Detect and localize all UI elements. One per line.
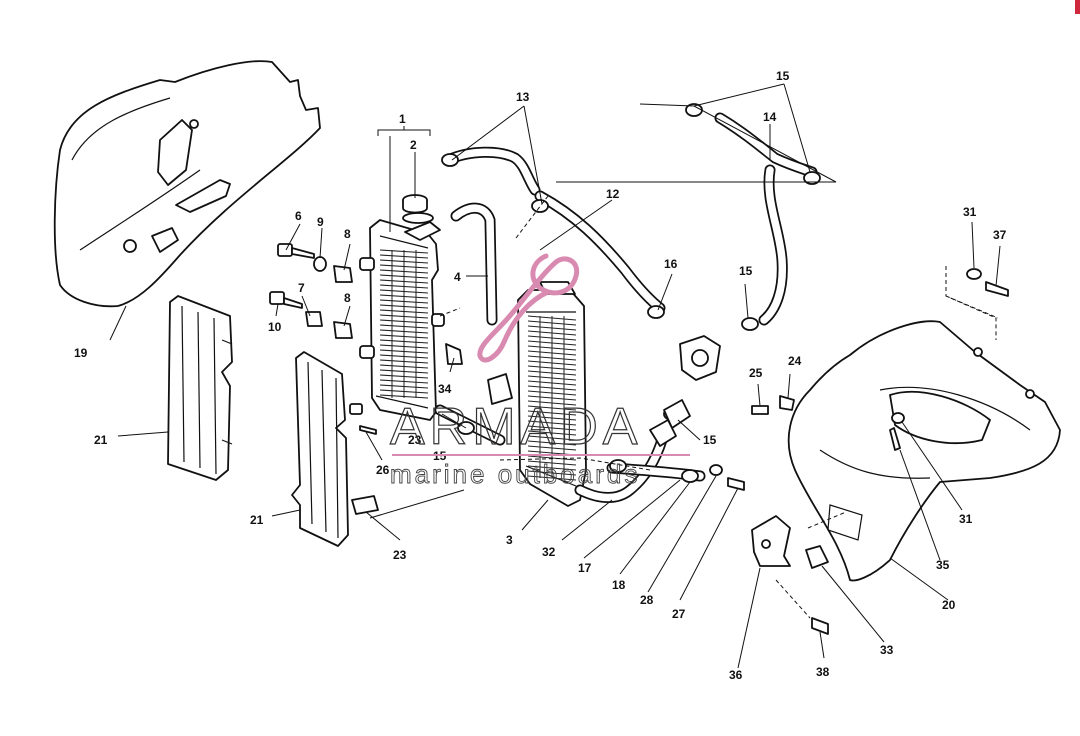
label-2: 2: [410, 138, 417, 152]
shroud-left: [53, 60, 321, 308]
radiator-left: [359, 219, 445, 421]
label-26: 26: [376, 463, 390, 477]
label-15-mid: 15: [739, 264, 753, 278]
label-34: 34: [438, 382, 452, 396]
label-28: 28: [640, 593, 654, 607]
label-1: 1: [399, 112, 406, 126]
pump-fitting: [649, 335, 721, 447]
label-23-b: 23: [393, 548, 407, 562]
watermark-tagline: marine outboards: [390, 459, 640, 489]
mounting-bracket: [751, 515, 829, 569]
label-19: 19: [74, 346, 88, 360]
fasteners: [269, 243, 1009, 635]
watermark: ARMADA marine outboards: [389, 253, 690, 489]
label-23-a: 23: [408, 433, 422, 447]
label-10: 10: [268, 320, 282, 334]
corner-marker: [1075, 0, 1080, 14]
watermark-logo-swirl: [477, 253, 580, 363]
label-15-top: 15: [776, 69, 790, 83]
radiator-right: [487, 281, 587, 507]
label-20: 20: [942, 598, 956, 612]
label-16: 16: [664, 257, 678, 271]
radiator-cap: [402, 194, 434, 224]
label-18: 18: [612, 578, 626, 592]
radiator-grille-front: [291, 351, 349, 547]
label-25: 25: [749, 366, 763, 380]
watermark-brand: ARMADA: [390, 398, 642, 456]
label-12: 12: [606, 187, 620, 201]
label-4: 4: [454, 270, 461, 284]
label-31-bottom: 31: [959, 512, 973, 526]
leader-lines: [109, 83, 1001, 669]
label-6: 6: [295, 209, 302, 223]
part-labels: 1 2 3 4 6 7 8 8 9 10 12 13 14 15 15 15 1…: [74, 69, 1007, 682]
label-8b: 8: [344, 291, 351, 305]
label-32: 32: [542, 545, 556, 559]
label-35: 35: [936, 558, 950, 572]
label-33: 33: [880, 643, 894, 657]
label-21-a: 21: [94, 433, 108, 447]
label-8a: 8: [344, 227, 351, 241]
shroud-right: [787, 320, 1061, 582]
label-21-b: 21: [250, 513, 264, 527]
label-17: 17: [578, 561, 592, 575]
label-27: 27: [672, 607, 686, 621]
label-37: 37: [993, 228, 1007, 242]
label-24: 24: [788, 354, 802, 368]
label-9: 9: [317, 215, 324, 229]
label-31-top: 31: [963, 205, 977, 219]
label-13: 13: [516, 90, 530, 104]
label-14: 14: [763, 110, 777, 124]
radiator-grille-rear: [167, 295, 233, 481]
label-38: 38: [816, 665, 830, 679]
label-36: 36: [729, 668, 743, 682]
label-7: 7: [298, 281, 305, 295]
label-15-right: 15: [703, 433, 717, 447]
label-3: 3: [506, 533, 513, 547]
